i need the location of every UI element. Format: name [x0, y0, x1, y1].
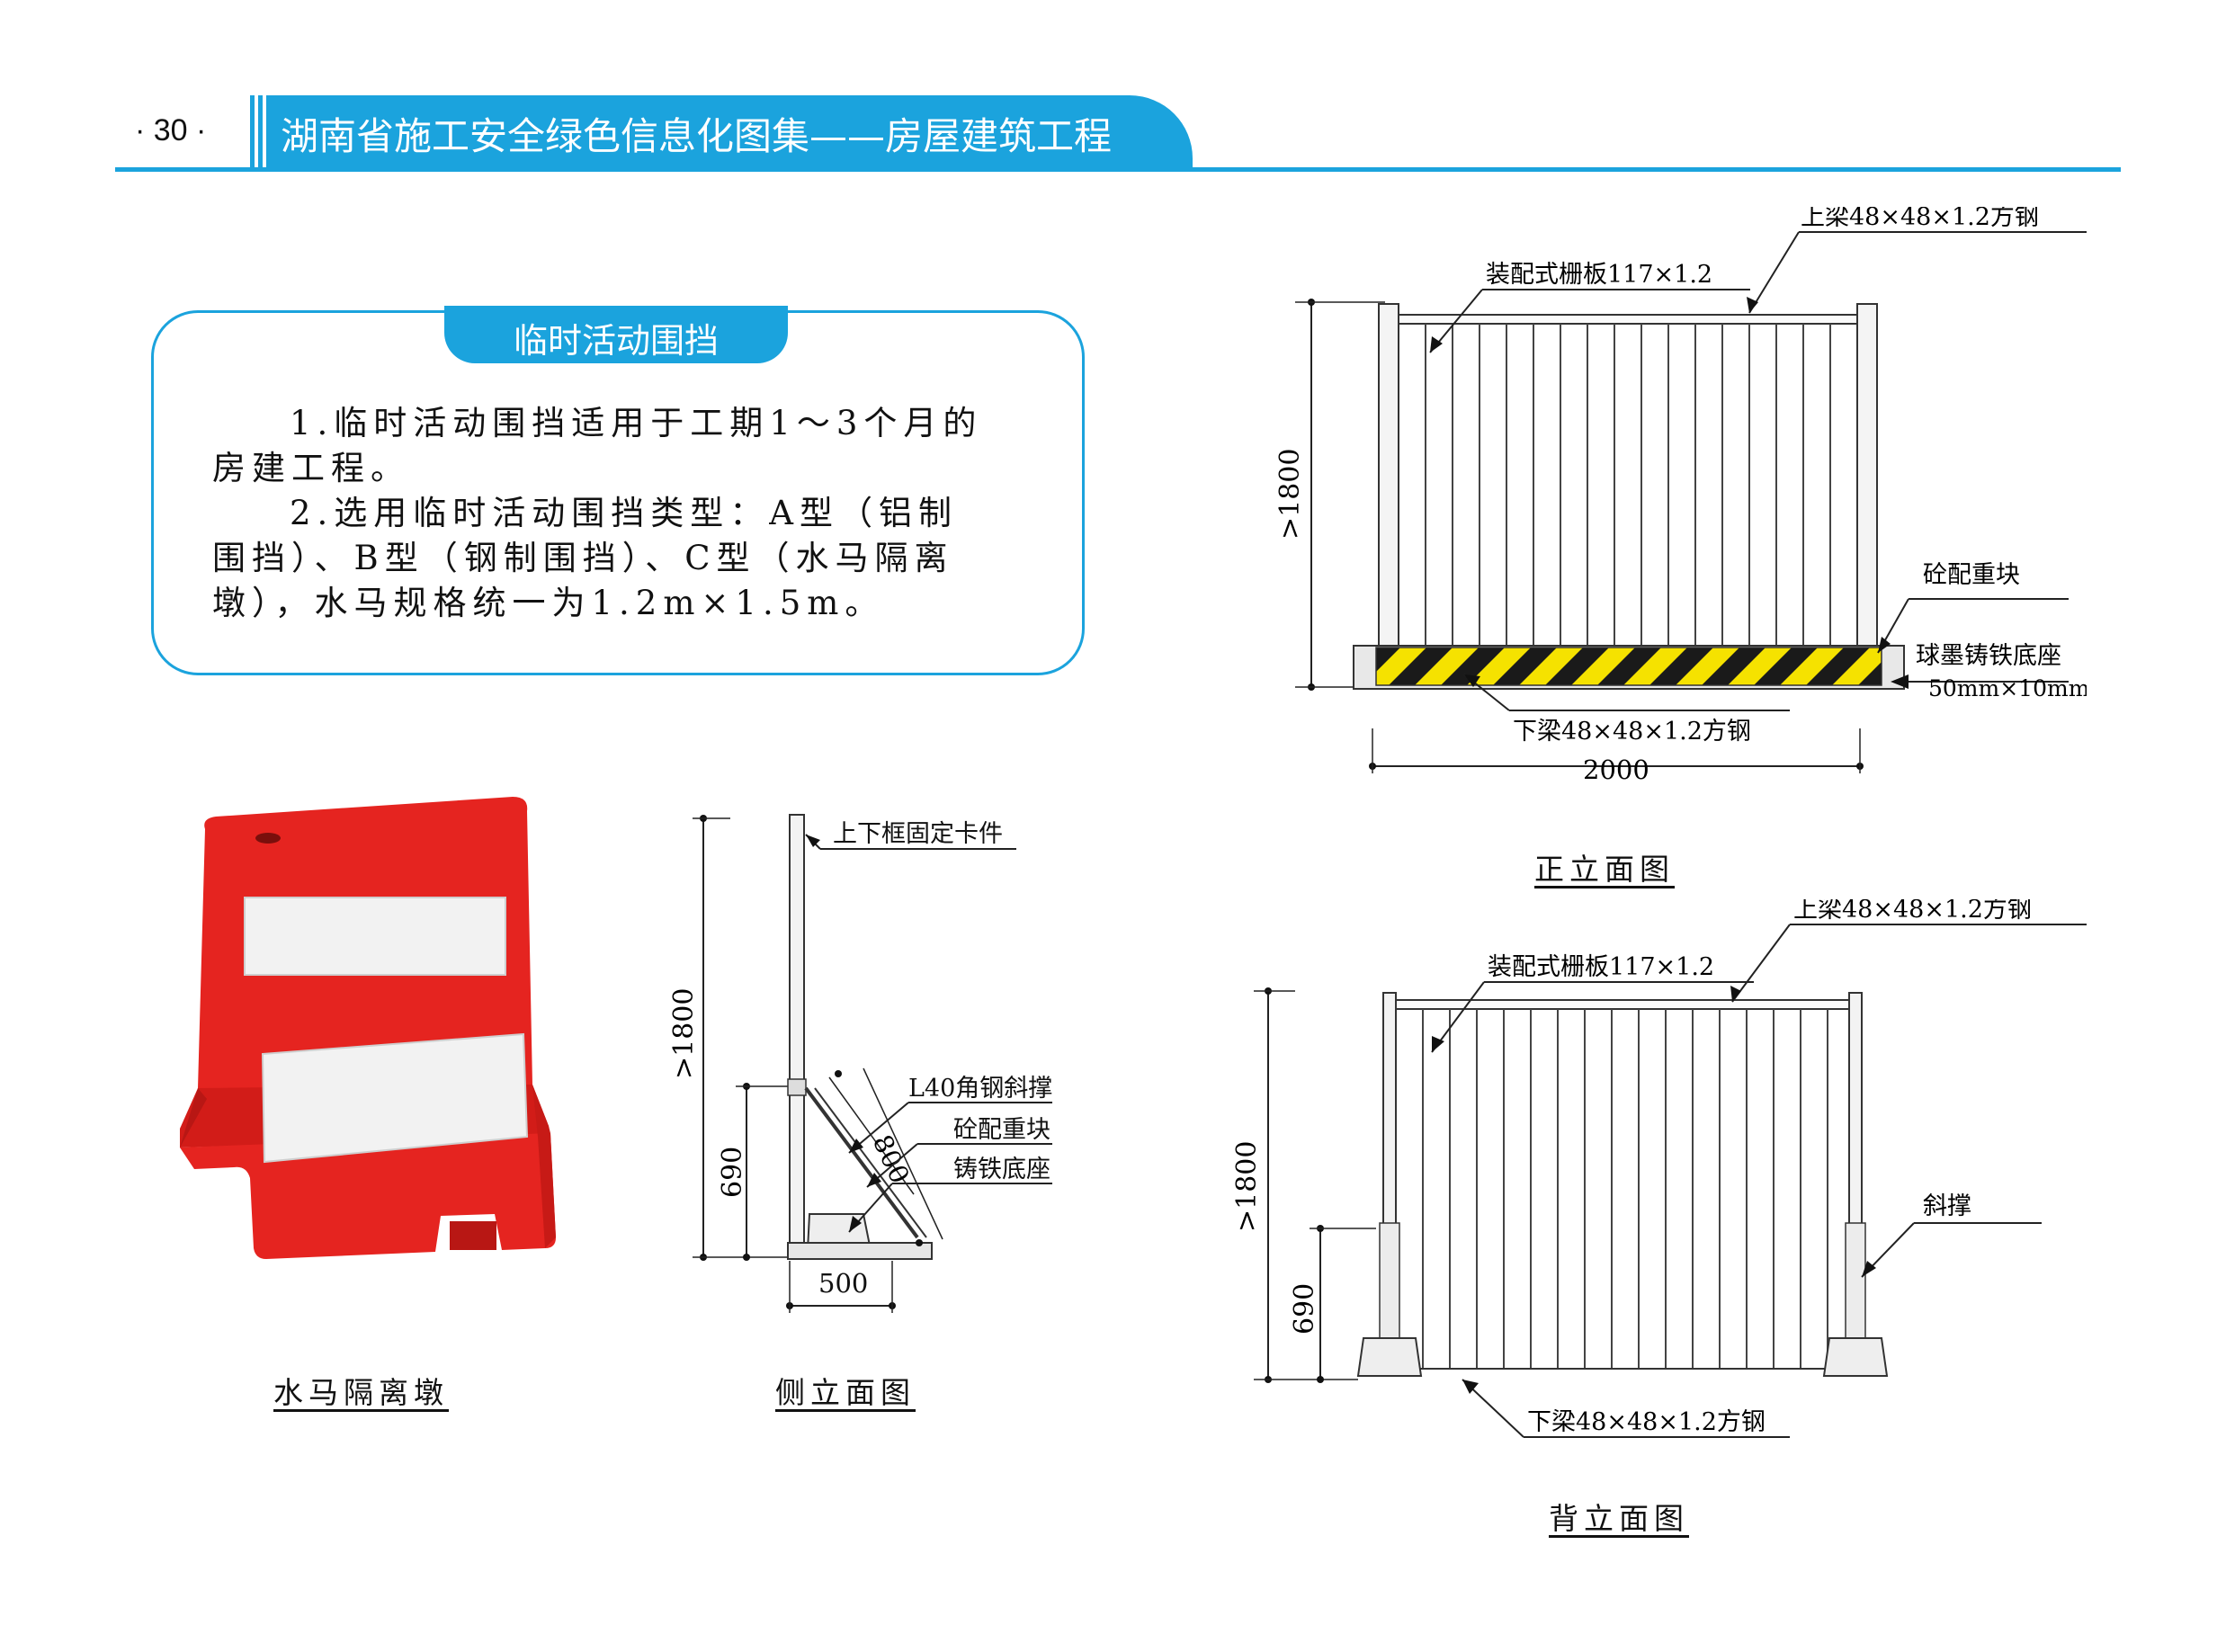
side-height-label: >1800: [668, 988, 700, 1079]
front-base-label: 球墨铸铁底座: [1916, 642, 2061, 670]
back-bottom-beam-label: 下梁48×48×1.2方钢: [1527, 1408, 1766, 1436]
front-bottom-beam-label: 下梁48×48×1.2方钢: [1513, 718, 1751, 746]
info-box-tab: [444, 306, 788, 363]
info-box-title: 临时活动围挡: [513, 321, 719, 361]
front-elevation-drawing: >1800 2000 上梁48×48×1.2方钢 装配式栅板117×1.2 砼配…: [1274, 207, 2087, 785]
side-base-label: 铸铁底座: [953, 1156, 1050, 1183]
back-brace-label: 斜撑: [1923, 1192, 1971, 1220]
side-elevation-drawing: >1800 690 800: [668, 814, 1052, 1313]
front-panel-label: 装配式栅板117×1.2: [1486, 261, 1712, 289]
front-top-beam-label: 上梁48×48×1.2方钢: [1801, 207, 2039, 231]
back-height-label: >1800: [1231, 1141, 1263, 1232]
front-height-label: >1800: [1274, 449, 1306, 540]
front-counterweight-label: 砼配重块: [1923, 561, 2020, 589]
side-brace-height-label: 690: [717, 1147, 748, 1198]
info-line-2: 房建工程。: [212, 449, 410, 487]
back-panel-slats: [1422, 1009, 1828, 1369]
side-clip-label: 上下框固定卡件: [833, 820, 1003, 848]
water-barrier-caption: 水马隔离墩: [273, 1375, 449, 1410]
back-elevation-drawing: >1800 690 上梁48×48×1.2方钢 装配式栅板117×1.2 斜撑 …: [1231, 899, 2087, 1438]
header-divider: [250, 95, 263, 169]
back-elevation-caption: 背立面图: [1549, 1501, 1689, 1536]
front-elevation-caption: 正立面图: [1534, 852, 1675, 887]
water-barrier-image: [180, 797, 556, 1259]
info-line-5: 墩），水马规格统一为1.2m×1.5m。: [212, 584, 885, 622]
front-width-label: 2000: [1583, 755, 1649, 785]
side-counterweight-label: 砼配重块: [953, 1116, 1050, 1144]
back-top-beam-label: 上梁48×48×1.2方钢: [1793, 899, 2032, 924]
back-brace-height-label: 690: [1289, 1283, 1320, 1335]
back-panel-label: 装配式栅板117×1.2: [1488, 953, 1714, 981]
header-tab: [266, 95, 1193, 169]
info-line-4: 围挡）、B型（钢制围挡）、C型（水马隔离: [212, 539, 954, 577]
page-number: · 30 ·: [135, 113, 207, 147]
hazard-strip: [1375, 647, 1882, 686]
side-brace-label: L40角钢斜撑: [908, 1075, 1053, 1103]
front-base-size-label: 50mm×10mm: [1928, 675, 2087, 701]
info-line-1: 1.临时活动围挡适用于工期1～3个月的: [290, 404, 983, 442]
page-title: 湖南省施工安全绿色信息化图集——房屋建筑工程: [281, 114, 1113, 158]
front-panel-slats: [1425, 324, 1831, 647]
side-depth-label: 500: [818, 1268, 869, 1299]
info-line-3: 2.选用临时活动围挡类型：A型（铝制: [290, 494, 959, 532]
side-elevation-caption: 侧立面图: [775, 1375, 916, 1410]
header-rule: [115, 167, 2121, 172]
